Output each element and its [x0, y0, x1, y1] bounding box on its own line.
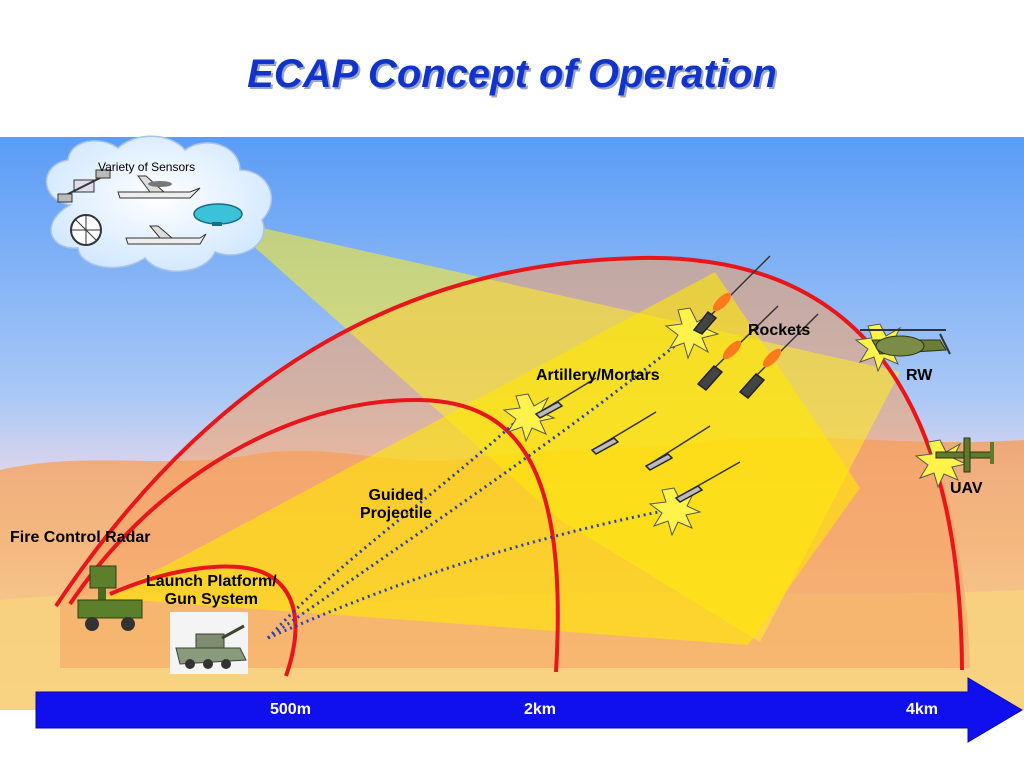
rockets-label: Rockets: [748, 322, 811, 339]
gun-system-vehicle-icon: [170, 612, 248, 674]
launch-platform-label: Launch Platform/ Gun System: [146, 573, 277, 609]
range-arc-2km: [68, 397, 560, 673]
projectile-trajectories: [266, 330, 693, 640]
trajectory-rocket: [267, 330, 693, 640]
guided-label-line2: Projectile: [360, 505, 433, 522]
range-axis-arrow: [35, 677, 1023, 743]
rw-label: RW: [906, 367, 933, 384]
surveillance-aircraft-icon: [125, 225, 207, 245]
artillery-mortars-label: Artillery/Mortars: [536, 367, 660, 384]
threat-projectiles: [534, 255, 819, 503]
page-title: ECAP Concept of Operation: [247, 52, 777, 96]
fire-control-radar-label: Fire Control Radar: [10, 529, 151, 546]
satellite-icon: [57, 169, 111, 203]
range-mark-2km: 2km: [524, 701, 557, 718]
guided-label-line1: Guided: [368, 487, 424, 504]
launch-platform-label-line1: Launch Platform/: [146, 573, 277, 590]
range-arc-500m: [109, 564, 298, 677]
launch-platform-label-line2: Gun System: [164, 591, 259, 608]
burst-guided: [648, 487, 702, 537]
rotary-wing-helicopter-icon: [860, 329, 951, 357]
mortar-threats: [534, 377, 741, 503]
trajectory-guided: [267, 508, 669, 640]
guided-projectile-label: Guided Projectile: [360, 487, 432, 523]
range-arc-4km: [54, 255, 964, 671]
radar-coverage: [105, 272, 860, 645]
rocket-threats: [692, 255, 819, 400]
airship-icon: [193, 203, 243, 226]
uav-label: UAV: [950, 480, 983, 497]
sensors-label: Variety of Sensors: [98, 160, 196, 174]
sensor-cloud: [45, 135, 273, 272]
uav-icon: [935, 437, 994, 473]
range-mark-500m: 500m: [270, 701, 311, 718]
fire-control-radar-icon: [77, 565, 143, 631]
range-mark-4km: 4km: [906, 701, 939, 718]
radar-dish-icon: [70, 214, 102, 246]
burst-artillery: [502, 393, 556, 443]
awacs-aircraft-icon: [117, 175, 201, 199]
intercept-bursts: [502, 307, 968, 537]
